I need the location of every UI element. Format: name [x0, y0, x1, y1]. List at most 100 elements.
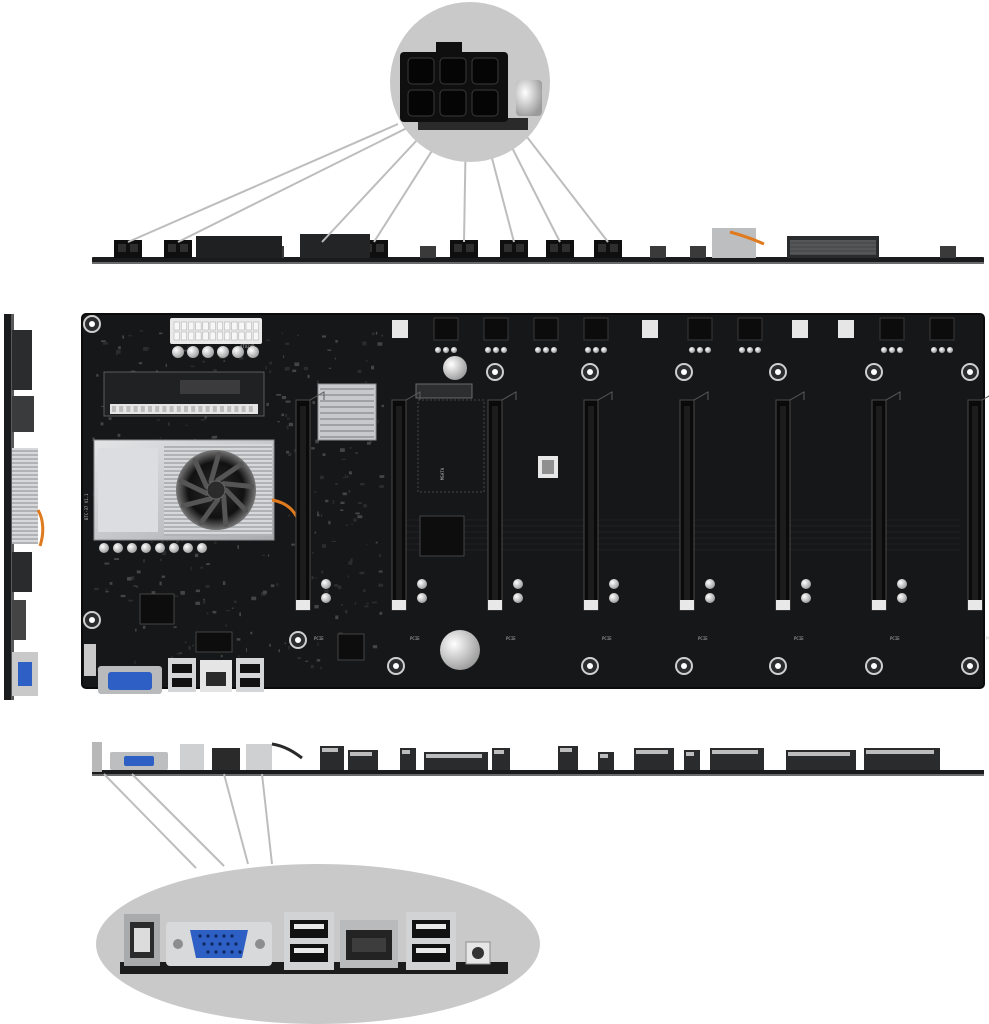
- smd-part: [185, 424, 188, 426]
- pcie-slot-channel: [396, 406, 402, 604]
- smd-part: [181, 539, 184, 543]
- capacitor: [609, 593, 619, 603]
- smd-part: [190, 566, 192, 571]
- smd-part: [364, 381, 368, 383]
- smd-part: [324, 589, 329, 593]
- smd-part: [238, 356, 244, 360]
- smd-part: [335, 615, 339, 620]
- smd-part: [355, 452, 358, 454]
- smd-part: [341, 458, 346, 460]
- connector-pin: [407, 89, 435, 117]
- atx-silkscreen-label: ATX24P: [240, 344, 255, 349]
- smd-part: [328, 520, 331, 525]
- smd-part: [338, 585, 342, 590]
- heatsink-fin: [320, 394, 374, 396]
- chipset-heatsink: [317, 383, 377, 441]
- smd-part: [151, 591, 156, 594]
- fan-header: [838, 320, 854, 338]
- smd-part: [104, 562, 110, 565]
- smd-part: [263, 590, 267, 595]
- pcie-slot-latch: [680, 600, 694, 610]
- connector-pin: [245, 331, 252, 341]
- smd-part: [136, 570, 141, 574]
- dimm-contact: [133, 406, 138, 412]
- pcie-bracket-mark: [309, 391, 325, 401]
- pcie-slot-latch: [392, 600, 406, 610]
- smd-part: [331, 540, 337, 542]
- smd-part: [96, 374, 99, 377]
- dimm-contact: [212, 406, 217, 412]
- capacitor: [417, 593, 427, 603]
- capacitor: [897, 593, 907, 603]
- smd-part: [100, 422, 104, 426]
- capacitor: [939, 347, 945, 353]
- dimm-contact: [140, 406, 145, 412]
- hdmi-port: [124, 914, 160, 966]
- smd-part: [325, 499, 329, 503]
- smd-part: [134, 660, 136, 665]
- fan-blade: [215, 461, 244, 483]
- smd-part: [164, 551, 167, 555]
- dimm-contact: [227, 406, 232, 412]
- hdmi-port: [84, 644, 96, 676]
- smd-part: [239, 612, 241, 617]
- smd-part: [262, 554, 266, 556]
- smd-part: [192, 645, 194, 647]
- vga-pin-hole: [238, 950, 242, 954]
- smd-part: [321, 544, 327, 548]
- six-pin-power-connector: [400, 42, 508, 122]
- connector-pin: [188, 331, 195, 341]
- smd-part: [372, 645, 378, 649]
- smd-part: [265, 365, 267, 370]
- smd-part: [349, 447, 352, 449]
- capacitor: [232, 346, 244, 358]
- smd-part: [372, 601, 377, 604]
- smd-part: [327, 349, 332, 351]
- smd-part: [379, 485, 384, 488]
- motherboard-top-view: ATX24P BTC-37 V1.1: [81, 313, 989, 694]
- mounting-hole-center: [871, 369, 877, 375]
- component-highlight: [402, 750, 410, 754]
- mounting-hole-center: [587, 369, 593, 375]
- smd-part: [151, 540, 153, 543]
- smd-part: [250, 631, 253, 635]
- dimm-contact: [112, 406, 116, 412]
- smd-part: [360, 483, 365, 486]
- pcie-slot-label: PCIE: [410, 636, 420, 641]
- capacitor: [801, 579, 811, 589]
- smd-part: [139, 330, 144, 332]
- smd-part: [288, 514, 291, 517]
- vga-pin-hole: [210, 942, 214, 946]
- smd-part: [288, 422, 293, 427]
- connector-pin: [376, 244, 384, 252]
- heatsink-fin: [320, 424, 374, 426]
- leader-line: [516, 123, 609, 243]
- vga-pin-hole: [222, 950, 226, 954]
- smd-part: [345, 610, 348, 614]
- smd-part: [212, 610, 217, 614]
- smd-part: [314, 531, 317, 534]
- pcie-slot-label: PCIE: [698, 636, 708, 641]
- smd-part: [357, 369, 362, 373]
- pcie-slot-channel: [588, 406, 594, 604]
- pcie-bracket-mark: [405, 391, 421, 401]
- smd-part: [214, 541, 217, 544]
- smd-part: [118, 346, 121, 350]
- connector-pin: [195, 321, 202, 331]
- smd-part: [315, 439, 319, 444]
- smd-part: [130, 576, 135, 580]
- pcie-slot-channel: [780, 406, 786, 604]
- smd-part: [311, 447, 315, 450]
- component-highlight: [560, 748, 572, 752]
- capacitor: [585, 347, 591, 353]
- mounting-hole-center: [681, 663, 687, 669]
- capacitor: [321, 593, 331, 603]
- connector-pin: [216, 321, 223, 331]
- connector-pin: [173, 321, 180, 331]
- smd-part: [101, 405, 106, 407]
- pcie-slot-channel: [300, 406, 306, 604]
- dimm-contact: [205, 406, 210, 412]
- leader-line: [177, 123, 416, 243]
- smd-part: [285, 342, 290, 345]
